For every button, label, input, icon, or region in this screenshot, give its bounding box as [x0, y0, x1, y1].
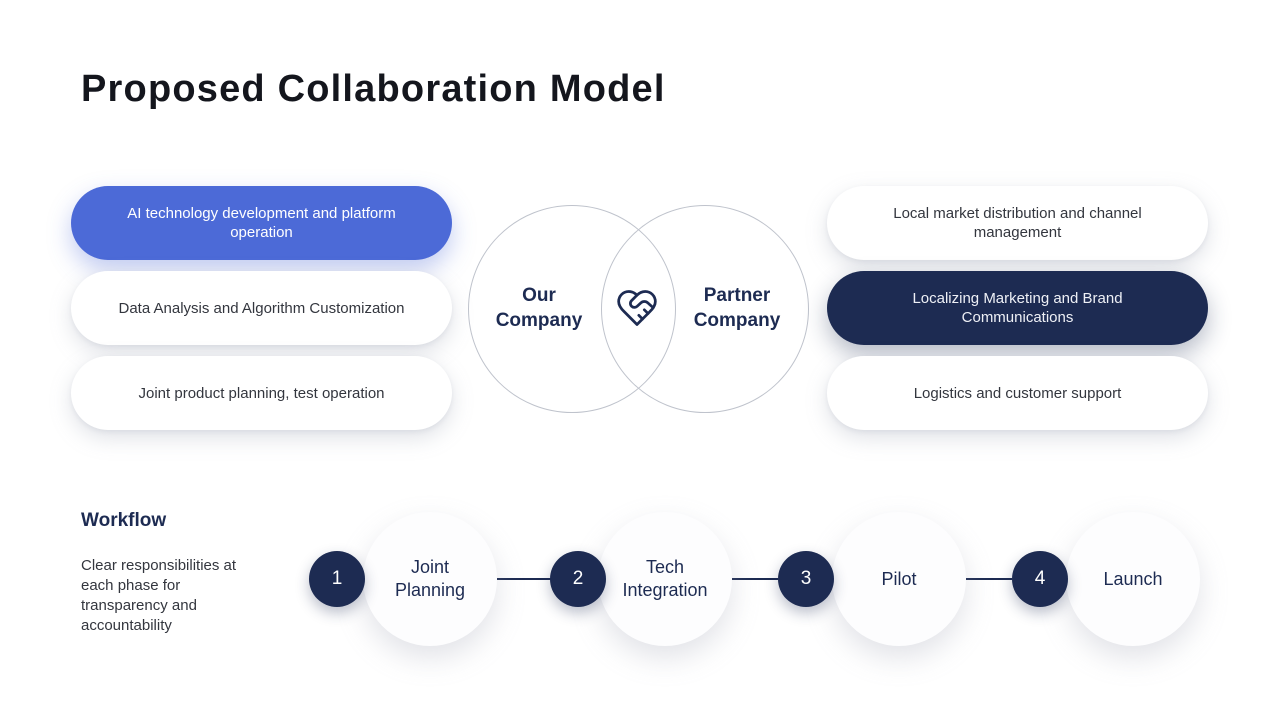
slide-title: Proposed Collaboration Model: [81, 68, 666, 110]
workflow-description: Clear responsibilities at each phase for…: [81, 557, 237, 634]
workflow-step-circle-3: Pilot: [832, 512, 966, 646]
partner-responsibility-card-1: Local market distribution and channel ma…: [827, 186, 1208, 260]
step-label: Joint Planning: [394, 557, 466, 600]
step-number-badge-3: 3: [778, 551, 834, 607]
workflow-step-circle-1: Joint Planning: [363, 512, 497, 646]
workflow-title: Workflow: [81, 510, 167, 531]
step-label: Pilot: [881, 568, 917, 589]
our-responsibility-card-2: Data Analysis and Algorithm Customizatio…: [71, 271, 452, 345]
step-label: Launch: [1103, 568, 1163, 589]
partner-company-label: Partner Company: [693, 285, 781, 331]
handshake-icon: [615, 286, 659, 330]
partner-responsibility-card-2: Localizing Marketing and Brand Communica…: [827, 271, 1208, 345]
step-connector-1: [497, 578, 551, 580]
our-responsibility-card-1: AI technology development and platform o…: [71, 186, 452, 260]
workflow-step-circle-2: Tech Integration: [598, 512, 732, 646]
card-text: Local market distribution and channel ma…: [893, 205, 1142, 241]
workflow-step-circle-4: Launch: [1066, 512, 1200, 646]
venn-circle-partner-company: [601, 205, 809, 413]
step-number-badge-2: 2: [550, 551, 606, 607]
our-company-label: Our Company: [495, 285, 583, 331]
step-connector-2: [732, 578, 778, 580]
card-text: Logistics and customer support: [913, 384, 1122, 402]
card-text: AI technology development and platform o…: [127, 205, 396, 241]
step-number: 2: [572, 568, 584, 589]
card-text: Joint product planning, test operation: [138, 384, 385, 402]
card-text: Data Analysis and Algorithm Customizatio…: [118, 299, 405, 317]
step-number: 3: [800, 568, 812, 589]
step-number: 4: [1034, 568, 1046, 589]
step-connector-3: [966, 578, 1012, 580]
step-number-badge-1: 1: [309, 551, 365, 607]
card-text: Localizing Marketing and Brand Communica…: [912, 290, 1123, 326]
partner-responsibility-card-3: Logistics and customer support: [827, 356, 1208, 430]
our-responsibility-card-3: Joint product planning, test operation: [71, 356, 452, 430]
step-number: 1: [331, 568, 343, 589]
step-number-badge-4: 4: [1012, 551, 1068, 607]
step-label: Tech Integration: [622, 557, 708, 600]
